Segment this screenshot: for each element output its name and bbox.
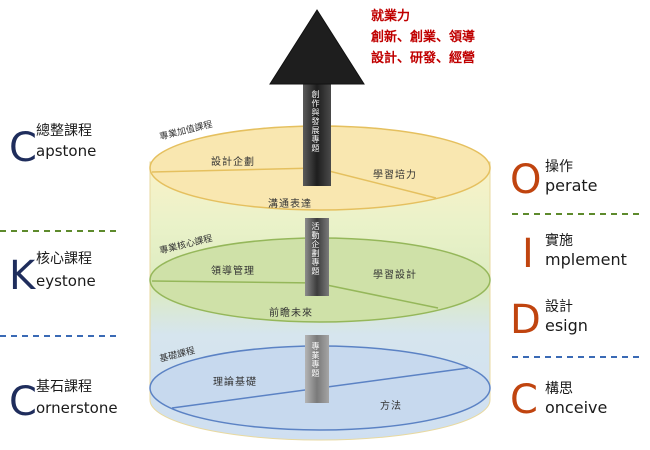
stage-english: onceive: [545, 398, 608, 417]
stage-chinese: 核心課程: [36, 251, 92, 267]
stage-chinese: 總整課程: [36, 123, 92, 139]
stage-letter: K: [9, 253, 36, 299]
segment-method: 方法: [380, 401, 402, 412]
tier-core-divider-1: [151, 280, 318, 284]
segment-learning-design: 學習設計: [373, 270, 417, 281]
stage-letter: D: [510, 297, 541, 343]
arrow-shaft: [303, 76, 331, 186]
stage-chinese: 設計: [545, 299, 573, 315]
segment-future: 前瞻未來: [269, 308, 313, 319]
segment-learning-empowerment: 學習培力: [373, 170, 417, 181]
core-shaft-label: 活動企劃專題: [311, 222, 320, 276]
outcome-line-2: 創新、創業、領導: [371, 30, 476, 45]
stage-english: apstone: [36, 142, 97, 160]
segment-theory: 理論基礎: [213, 377, 257, 388]
basic-shaft-label: 專業專題: [311, 342, 320, 378]
outcome-line-3: 設計、研發、經營: [371, 51, 476, 66]
arrow-head-icon: [269, 9, 365, 85]
stage-chinese: 基石課程: [36, 379, 92, 395]
stage-chinese: 實施: [545, 233, 573, 249]
stage-letter: C: [9, 125, 37, 171]
segment-leadership: 領導管理: [211, 266, 255, 277]
stage-english: mplement: [545, 250, 627, 269]
tier-core-divider-2: [316, 282, 439, 309]
stage-letter: O: [510, 157, 542, 203]
stage-letter: C: [9, 379, 37, 425]
stage-english: esign: [545, 316, 588, 335]
segment-design-planning: 設計企劃: [211, 157, 255, 168]
stage-letter: C: [510, 377, 538, 423]
shaft-basic: [305, 335, 329, 403]
tier-value-divider-1: [151, 167, 318, 173]
shaft-core: [305, 218, 329, 296]
tier-value-divider-2: [316, 167, 437, 199]
stage-english: perate: [545, 176, 598, 195]
stage-letter: I: [522, 231, 534, 277]
stage-english: ornerstone: [36, 399, 118, 417]
outcome-line-1: 就業力: [371, 9, 411, 24]
stage-chinese: 構思: [545, 381, 573, 397]
segment-communication: 溝通表達: [268, 199, 312, 210]
arrow-label: 創作與發展專題: [311, 90, 320, 153]
stage-chinese: 操作: [545, 159, 573, 175]
stage-english: eystone: [36, 272, 96, 290]
